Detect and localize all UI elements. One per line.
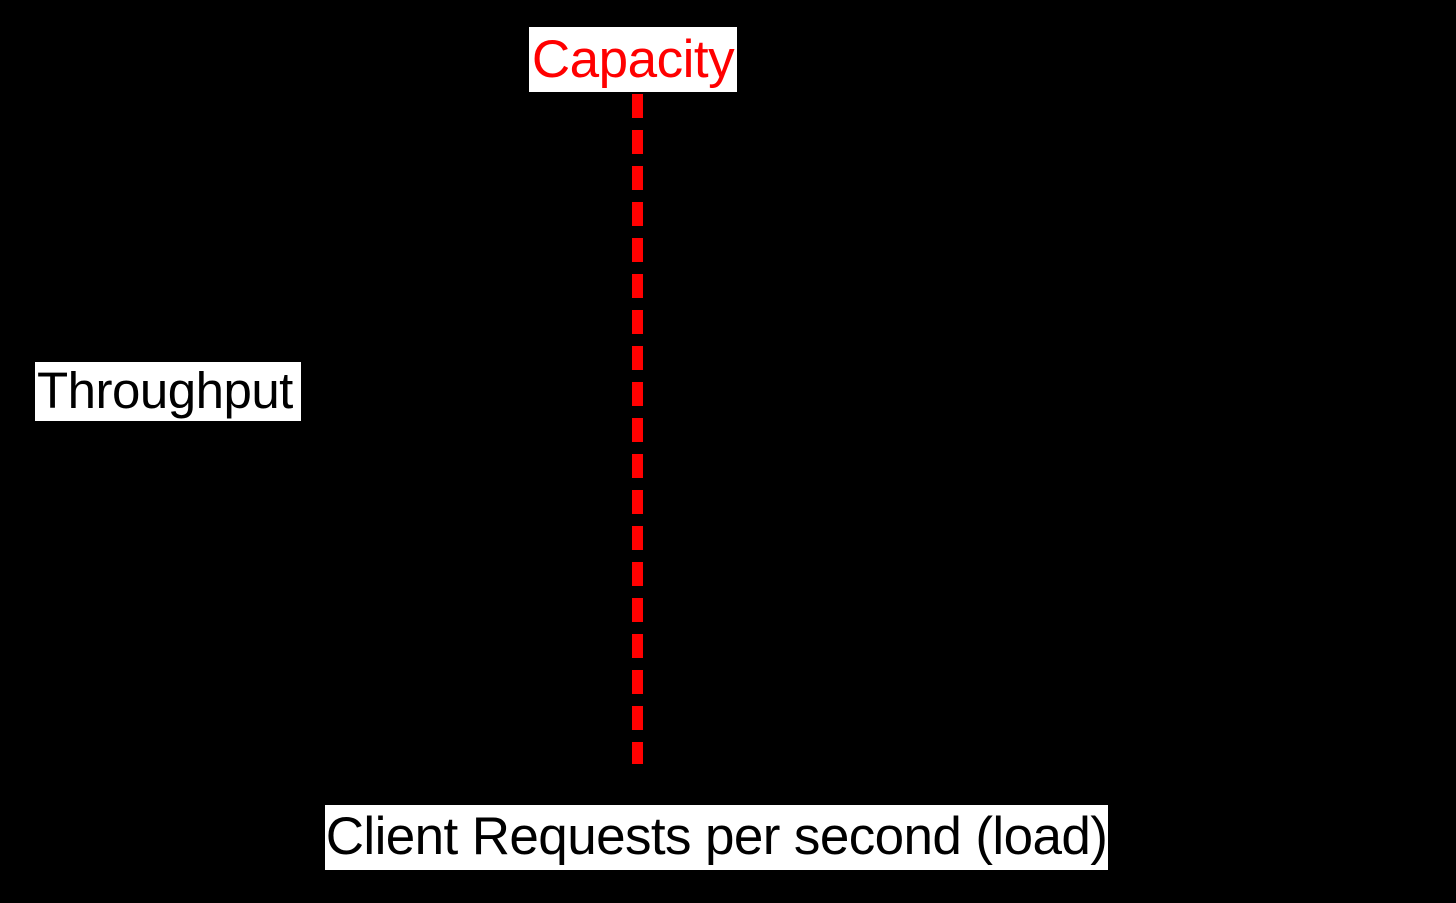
capacity-line-svg: [632, 94, 643, 764]
x-axis-label: Client Requests per second (load): [325, 805, 1108, 870]
capacity-annotation-label: Capacity: [529, 27, 737, 92]
capacity-dashed-line: [632, 94, 643, 764]
y-axis-label: Throughput: [35, 362, 301, 421]
